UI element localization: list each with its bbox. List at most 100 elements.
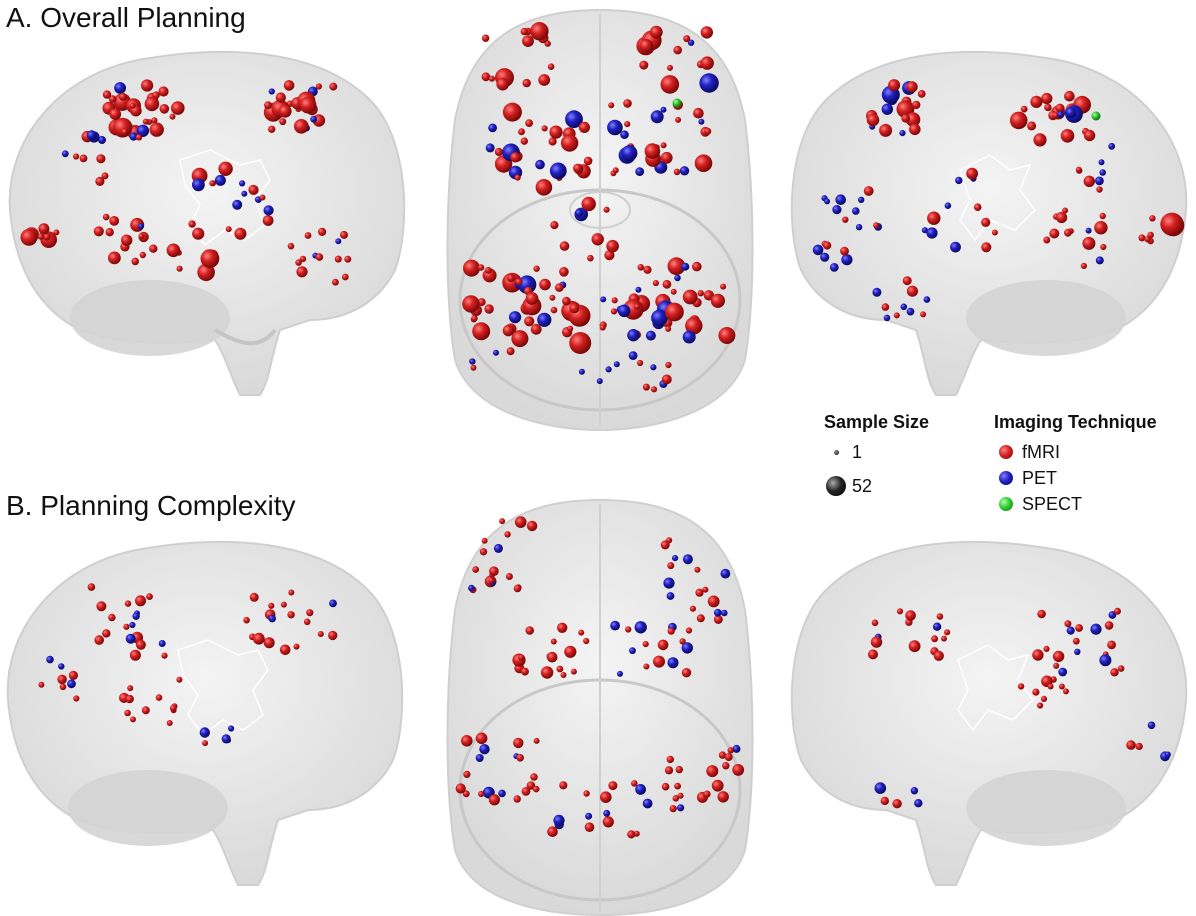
fmri-focus: [1126, 740, 1136, 750]
pet-focus: [468, 584, 475, 592]
fmri-focus: [1075, 166, 1082, 173]
technique-legend-item-spect: SPECT: [994, 491, 1157, 517]
fmri-focus: [94, 635, 104, 645]
pet-focus: [535, 159, 545, 170]
fmri-focus: [332, 278, 339, 286]
fmri-focus: [555, 283, 564, 292]
pet-focus: [672, 555, 679, 562]
fmri-focus: [1064, 90, 1075, 102]
fmri-focus: [38, 681, 45, 688]
fmri-focus: [683, 35, 691, 43]
fmri-focus: [341, 273, 349, 281]
fmri-focus: [135, 639, 146, 650]
fmri-focus: [732, 764, 745, 776]
pet-focus: [832, 205, 842, 215]
large-sphere-icon: [826, 476, 846, 496]
fmri-focus: [685, 627, 693, 634]
fmri-focus: [905, 610, 916, 621]
fmri-focus: [37, 233, 45, 240]
fmri-focus: [20, 228, 38, 246]
pet-focus: [98, 136, 106, 144]
fmri-focus: [896, 608, 904, 615]
fmri-focus: [675, 116, 682, 123]
fmri-focus: [299, 255, 307, 263]
fmri-focus: [931, 635, 939, 643]
fmri-focus: [502, 324, 515, 337]
fmri-focus: [1064, 620, 1072, 628]
fmri-focus: [570, 668, 577, 675]
pet-focus: [1098, 159, 1105, 166]
fmri-focus: [329, 82, 338, 91]
fmri-focus: [1037, 702, 1044, 709]
fmri-focus: [602, 816, 614, 828]
fmri-focus: [280, 601, 287, 608]
fmri-focus: [583, 156, 593, 166]
pet-focus: [58, 663, 65, 670]
fmri-focus: [200, 249, 220, 268]
pet-focus: [858, 196, 865, 203]
fmri-focus: [513, 795, 521, 803]
pet-focus: [578, 368, 585, 375]
fmri-focus: [522, 35, 534, 47]
fmri-focus: [610, 308, 618, 315]
fmri-focus: [530, 323, 542, 335]
fmri-focus: [662, 279, 672, 289]
fmri-focus: [665, 325, 672, 332]
fmri-focus: [870, 636, 883, 648]
fmri-focus: [866, 113, 880, 127]
fmri-focus: [525, 292, 539, 305]
fmri-focus: [608, 102, 615, 109]
pet-focus: [199, 727, 210, 738]
brain-right-lateral-b: [790, 540, 1188, 886]
pet-focus: [899, 130, 906, 137]
sample-size-legend-item: 1: [824, 439, 929, 465]
fmri-focus: [524, 316, 535, 327]
pet-focus: [129, 621, 136, 629]
fmri-focus: [912, 100, 921, 110]
pet-focus: [553, 814, 565, 827]
fmri-focus: [681, 668, 692, 678]
fmri-focus: [547, 63, 555, 70]
fmri-focus: [706, 765, 719, 778]
fmri-focus: [981, 242, 992, 253]
pet-focus: [479, 744, 490, 755]
fmri-focus: [696, 614, 705, 623]
fmri-focus: [243, 616, 250, 624]
fmri-focus: [1149, 215, 1156, 222]
fmri-focus: [1055, 103, 1065, 113]
fmri-focus: [124, 600, 132, 607]
pet-focus: [132, 612, 140, 620]
fmri-focus: [526, 781, 536, 790]
fmri-focus: [906, 81, 918, 93]
pet-focus: [239, 180, 246, 187]
fmri-focus: [1099, 212, 1106, 220]
pet-focus: [732, 744, 741, 753]
pet-focus: [610, 620, 620, 631]
fmri-focus: [674, 782, 681, 790]
pet-focus: [1066, 626, 1075, 635]
fmri-focus: [560, 672, 567, 678]
fmri-focus: [477, 264, 485, 271]
fmri-focus: [130, 716, 136, 723]
fmri-focus: [1100, 243, 1107, 251]
fmri-focus: [169, 704, 177, 712]
pet-focus: [1065, 107, 1077, 118]
fmri-focus: [649, 25, 663, 39]
fmri-focus: [478, 790, 485, 798]
fmri-focus: [944, 629, 951, 636]
pet-focus: [228, 725, 235, 732]
fmri-focus: [717, 791, 729, 803]
fmri-focus: [1032, 688, 1040, 696]
fmri-focus: [693, 107, 704, 119]
fmri-focus: [642, 383, 650, 391]
sample-size-label-max: 52: [852, 475, 873, 496]
pet-focus: [335, 238, 342, 245]
pet-focus: [1108, 611, 1117, 619]
pet-focus: [910, 787, 919, 795]
fmri-focus: [295, 259, 302, 266]
fmri-focus: [149, 122, 164, 137]
fmri-focus: [124, 709, 131, 717]
pet-focus: [721, 609, 728, 617]
fmri-focus: [606, 239, 619, 253]
pet-focus: [232, 199, 243, 210]
